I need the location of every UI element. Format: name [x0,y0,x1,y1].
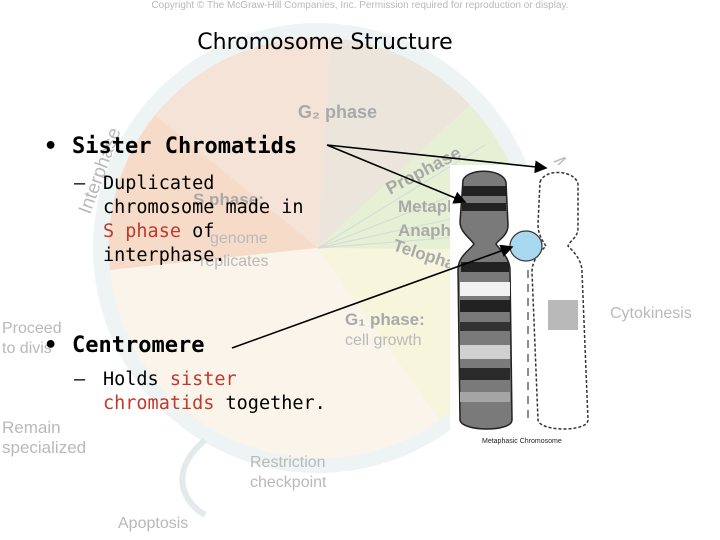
label-remain: Remain [2,418,61,437]
chromatids-highlight: chromatids [103,393,215,414]
sub-line-3-rest: of [180,221,215,242]
sub-line-2: chromosome made in [103,197,304,218]
arrow-centromere [231,244,514,349]
apoptosis-arrow [179,437,207,518]
sub-line-2-rest: together. [214,393,326,414]
chromosome-illustration: Metaphasic Chromosome [450,165,610,445]
chromatid-bands [460,186,510,402]
segment-g2 [318,38,470,248]
bullet-label: Sister Chromatids [72,134,298,159]
s-phase-highlight: S phase [103,221,181,242]
arrow-sister-left [326,144,467,204]
label-remain-line2: specialized [2,438,86,457]
label-cytokinesis: Cytokinesis [610,305,692,322]
sub-line-1: Duplicated [103,173,215,194]
sub-line-2: chromatids together. [74,392,326,416]
label-checkpoint: checkpoint [250,474,327,491]
label-s-phase-genome: genome [210,230,268,247]
slide-title: Chromosome Structure [197,30,453,55]
bullet-dot: • [44,134,58,159]
arrow-sister-right [326,144,548,174]
sub-line-1a: Holds [103,369,170,390]
segment-s-lower [110,248,440,459]
bullet-dot: • [44,333,58,358]
sub-sister-chromatids: –Duplicated chromosome made in S phase o… [74,172,303,268]
metaphasic-caption: Metaphasic Chromosome [482,438,562,445]
outline-chromatid-texture [548,300,578,330]
label-s-phase-replicates: replicates [200,253,268,270]
label-apoptosis: Apoptosis [118,515,188,532]
sub-dash: – [74,369,86,390]
sub-line-4: interphase. [103,245,226,266]
centromere-marker [509,230,543,262]
bullet-label: Centromere [72,333,205,358]
sister-highlight: sister [169,369,237,390]
sub-dash: – [74,173,86,194]
label-g1-growth: cell growth [345,332,421,349]
segment-s [108,115,319,270]
sub-line-3: S phase of [74,220,303,244]
bullet-sister-chromatids: • Sister Chromatids [44,134,297,159]
sub-centromere: –Holds sister chromatids together. [74,368,326,416]
label-g2: G₂ phase [298,102,377,122]
label-proceed: Proceed [2,320,62,337]
copyright-notice: Copyright © The McGraw-Hill Companies, I… [151,0,568,11]
bullet-centromere: • Centromere [44,333,204,358]
segment-g2-left [155,37,330,249]
label-proceed-line2: to divis [2,340,52,357]
label-s-phase: S phase: [193,190,264,209]
label-g1: G₁ phase: [345,310,425,329]
label-restriction: Restriction [250,454,326,471]
